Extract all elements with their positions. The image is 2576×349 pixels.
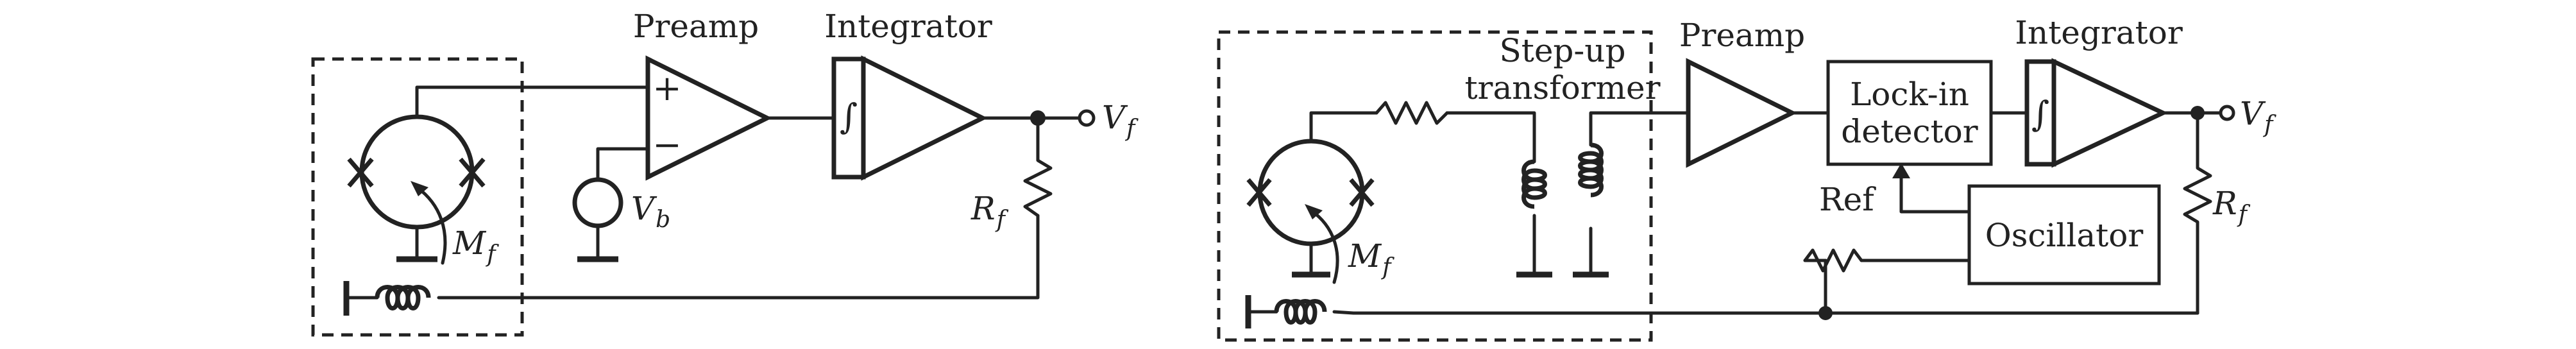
right-stepup-label-1: Step-up bbox=[1499, 32, 1625, 69]
right-oscillator-label: Oscillator bbox=[1985, 217, 2144, 254]
left-squid bbox=[347, 85, 650, 262]
left-preamp: + − Vb Preamp bbox=[572, 8, 772, 262]
right-ref-line bbox=[1899, 173, 1971, 214]
right-preamp: Preamp bbox=[1649, 17, 1805, 168]
left-output-terminal bbox=[1078, 109, 1096, 127]
right-rf-label: Rf bbox=[2212, 185, 2251, 228]
right-stepup-label-2: transformer bbox=[1464, 69, 1660, 106]
right-transformer-primary bbox=[1516, 159, 1552, 278]
right-integrator-label: Integrator bbox=[2015, 14, 2183, 51]
right-oscillator-resistor bbox=[1803, 248, 1863, 273]
left-junction-left bbox=[347, 157, 374, 188]
right-mf-label: Mf bbox=[1348, 237, 1394, 280]
left-squid-ring bbox=[359, 114, 475, 230]
right-lockin-box bbox=[1826, 60, 1993, 166]
left-mf-arrow bbox=[411, 181, 447, 265]
right-output-terminal bbox=[2219, 105, 2235, 121]
right-oscillator: Oscillator bbox=[1967, 184, 2161, 285]
left-vb-wire bbox=[596, 147, 650, 182]
right-junction-right bbox=[1349, 178, 1375, 207]
right-junction-left bbox=[1246, 178, 1272, 207]
right-oscillator-box bbox=[1967, 184, 2161, 285]
right-bottom-node bbox=[1818, 306, 1833, 320]
left-vb-source bbox=[572, 177, 623, 228]
left-squid-enclosure bbox=[311, 57, 524, 337]
right-rf-resistor bbox=[2183, 111, 2212, 315]
right-ref-arrowhead bbox=[1892, 163, 1910, 178]
left-integral-symbol: ∫ bbox=[840, 96, 858, 137]
left-preamp-plus: + bbox=[652, 68, 681, 108]
right-lockin-label-1: Lock-in bbox=[1850, 76, 1969, 113]
right-mf-arrow bbox=[1305, 204, 1339, 284]
left-mf-label: Mf bbox=[452, 225, 499, 268]
right-transformer-secondary bbox=[1573, 111, 1685, 278]
left-integrator-triangle bbox=[861, 55, 988, 181]
left-preamp-label: Preamp bbox=[633, 8, 759, 45]
right-vf-label: Vf bbox=[2240, 95, 2276, 138]
right-circuit: Mf Step-up transformer Preamp Lock-in de… bbox=[1217, 14, 2276, 342]
right-squid-enclosure bbox=[1217, 30, 1653, 342]
right-integral-symbol: ∫ bbox=[2031, 94, 2049, 134]
right-squid-ring bbox=[1257, 139, 1365, 246]
right-lockin-label-2: detector bbox=[1841, 113, 1978, 150]
left-circuit: Mf + − Vb Preamp ∫ Integrator bbox=[311, 8, 1139, 337]
right-integrator-triangle bbox=[2051, 58, 2169, 168]
left-preamp-minus: − bbox=[652, 124, 681, 165]
left-preamp-triangle bbox=[645, 55, 772, 181]
right-input-resistor bbox=[1375, 101, 1449, 125]
left-junction-right bbox=[459, 157, 486, 188]
right-preamp-label: Preamp bbox=[1679, 17, 1805, 54]
right-squid bbox=[1246, 101, 1536, 278]
left-rf-resistor bbox=[1023, 116, 1053, 217]
right-feedback-coil bbox=[1245, 295, 2199, 328]
left-vb-label: Vb bbox=[631, 190, 670, 233]
left-integrator-label: Integrator bbox=[824, 8, 992, 45]
left-rf-label: Rf bbox=[970, 190, 1009, 233]
left-feedback-coil bbox=[343, 214, 1040, 316]
right-preamp-triangle bbox=[1686, 58, 1797, 168]
left-integrator: ∫ Integrator bbox=[824, 8, 992, 181]
left-squid-top-wire bbox=[415, 85, 650, 119]
right-integrator: ∫ Integrator bbox=[2015, 14, 2183, 168]
left-vf-label: Vf bbox=[1102, 99, 1139, 142]
right-ref-label: Ref bbox=[1819, 181, 1876, 218]
right-lockin-detector: Lock-in detector bbox=[1826, 60, 1993, 166]
